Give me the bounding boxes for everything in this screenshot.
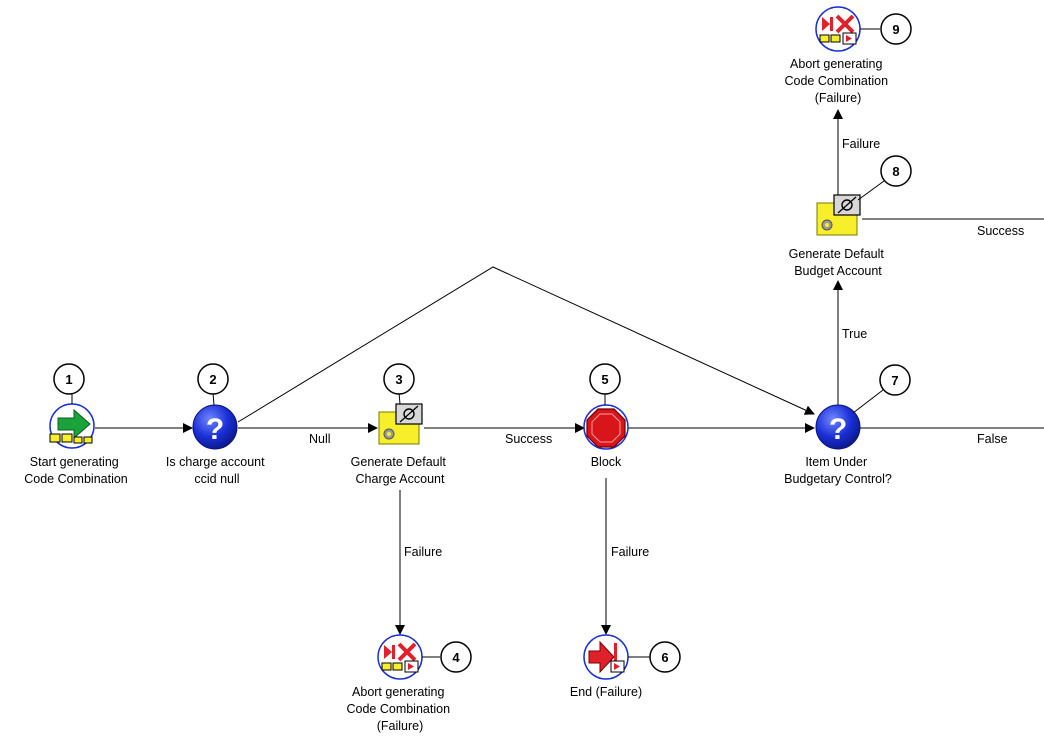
node-label: Generate Default Budget Account [789, 247, 888, 278]
edge-is-null-to-budgetary[interactable] [237, 266, 815, 423]
abort-icon [377, 634, 423, 680]
callout-line [212, 392, 215, 406]
node-label: Generate Default Charge Account [351, 455, 450, 486]
node-number-circle [880, 13, 912, 45]
svg-text:?: ? [206, 413, 224, 446]
question-icon: ? [815, 404, 861, 450]
node-number-circle [649, 641, 681, 673]
node-label: Item Under Budgetary Control? [784, 455, 892, 486]
node-number: 7 [891, 373, 898, 388]
function-icon [816, 194, 861, 236]
node-budgetary[interactable]: ? 7 Item Under Budgetary Control? [784, 364, 911, 486]
node-number: 4 [452, 650, 460, 665]
node-number: 1 [65, 372, 72, 387]
node-gen-budget[interactable]: 8 Generate Default Budget Account [789, 155, 912, 278]
node-number: 2 [209, 372, 216, 387]
node-label: Block [591, 455, 622, 469]
node-number-circle [589, 363, 621, 395]
start-icon [49, 403, 95, 449]
node-gen-charge[interactable]: 3 Generate Default Charge Account [351, 363, 450, 486]
end-icon [583, 634, 629, 680]
callout-line [398, 392, 401, 405]
node-number-circle [197, 363, 229, 395]
edge-label-failure: Failure [404, 545, 442, 559]
edge-labels: Null Success Failure Failure True False … [309, 137, 1024, 559]
function-icon [378, 403, 423, 445]
node-abort-charge[interactable]: 4 Abort generating Code Combination (Fai… [346, 634, 472, 733]
edge-label-failure: Failure [611, 545, 649, 559]
edge-label-success: Success [977, 224, 1024, 238]
stop-icon [583, 404, 629, 450]
node-end-failure[interactable]: 6 End (Failure) [570, 634, 681, 699]
callout-line [852, 389, 884, 414]
svg-text:?: ? [829, 413, 847, 446]
node-number: 6 [661, 650, 668, 665]
node-number: 3 [395, 372, 402, 387]
edge-label-null: Null [309, 432, 331, 446]
node-number-circle [53, 363, 85, 395]
node-number: 9 [892, 22, 899, 37]
edges [95, 109, 1044, 635]
node-label: Start generating Code Combination [24, 455, 128, 486]
question-icon: ? [192, 404, 238, 450]
node-number-circle [440, 641, 472, 673]
node-label: Abort generating Code Combination (Failu… [784, 57, 891, 105]
node-abort-budget[interactable]: 9 Abort generating Code Combination (Fai… [784, 6, 912, 105]
node-is-null[interactable]: ? 2 Is charge account ccid null [166, 363, 268, 486]
edge-label-success: Success [505, 432, 552, 446]
node-label: End (Failure) [570, 685, 642, 699]
edge-label-true: True [842, 327, 867, 341]
node-label: Abort generating Code Combination (Failu… [346, 685, 453, 733]
edge-label-failure: Failure [842, 137, 880, 151]
node-number-circle [383, 363, 415, 395]
edge-label-false: False [977, 432, 1008, 446]
node-number-circle [879, 364, 911, 396]
node-number-circle [880, 155, 912, 187]
node-block[interactable]: 5 Block [583, 363, 629, 469]
abort-icon [815, 6, 861, 52]
node-number: 8 [892, 164, 899, 179]
callout-line [857, 180, 885, 201]
node-start[interactable]: 1 Start generating Code Combination [24, 363, 128, 486]
node-label: Is charge account ccid null [166, 455, 268, 486]
node-number: 5 [601, 372, 608, 387]
